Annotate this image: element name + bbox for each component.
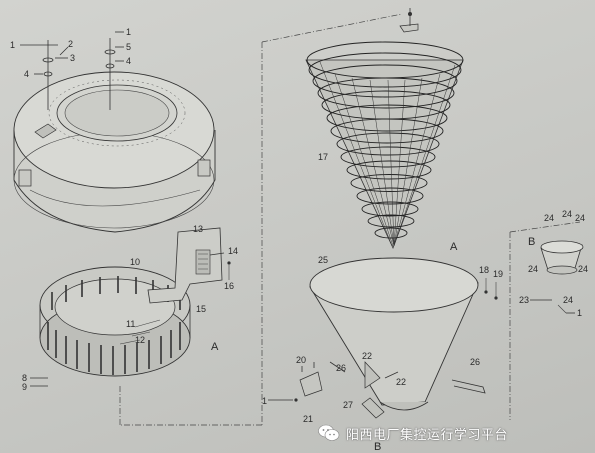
label-21: 21	[303, 414, 313, 424]
wechat-icon	[318, 424, 340, 441]
label-24d: 24	[528, 264, 538, 274]
label-26a: 26	[336, 363, 346, 373]
label-15: 15	[196, 304, 206, 314]
watermark-text: 阳西电厂集控运行学习平台	[346, 427, 509, 443]
label-14: 14	[228, 246, 238, 256]
label-24e: 24	[578, 264, 588, 274]
label-1c: 1	[577, 308, 582, 318]
label-4a: 4	[24, 69, 29, 79]
label-A-right: A	[450, 241, 458, 253]
funnel	[268, 257, 498, 419]
label-10: 10	[130, 257, 140, 267]
label-27: 27	[343, 400, 353, 410]
cone-screen	[305, 8, 464, 250]
label-19: 19	[493, 269, 503, 279]
label-4b: 4	[126, 56, 131, 66]
label-1a: 1	[10, 40, 15, 50]
callout-labels: 1 2 3 4 1 5 4 13 14 10 16 11 12 15 A 8 9…	[10, 27, 588, 453]
label-A-left: A	[211, 341, 219, 353]
watermark: 阳西电厂集控运行学习平台	[318, 420, 508, 446]
label-1b: 1	[126, 27, 131, 37]
label-17: 17	[318, 152, 328, 162]
label-24f: 24	[563, 295, 573, 305]
label-3: 3	[70, 53, 75, 63]
label-16: 16	[224, 281, 234, 291]
label-1d: 1	[262, 396, 267, 406]
label-B-bottom: B	[374, 441, 381, 453]
label-22b: 22	[396, 377, 406, 387]
label-25: 25	[318, 255, 328, 265]
label-22a: 22	[362, 351, 372, 361]
label-5: 5	[126, 42, 131, 52]
housing-ring	[13, 71, 216, 233]
label-2: 2	[68, 39, 73, 49]
label-12: 12	[135, 335, 145, 345]
bolts-left	[30, 377, 48, 387]
label-9: 9	[22, 382, 27, 392]
label-20: 20	[296, 355, 306, 365]
label-24c: 24	[575, 213, 585, 223]
circuit-board	[119, 227, 231, 345]
label-24b: 24	[562, 209, 572, 219]
label-B-right: B	[528, 236, 535, 248]
label-11: 11	[126, 319, 135, 329]
coil-ring	[39, 266, 191, 377]
fastener-parts	[20, 31, 124, 110]
label-23: 23	[519, 295, 529, 305]
label-18: 18	[479, 265, 489, 275]
label-24a: 24	[544, 213, 554, 223]
label-13: 13	[193, 224, 203, 234]
frame-lines	[119, 13, 581, 426]
label-8: 8	[22, 373, 27, 383]
small-cup	[530, 240, 584, 314]
label-26b: 26	[470, 357, 480, 367]
